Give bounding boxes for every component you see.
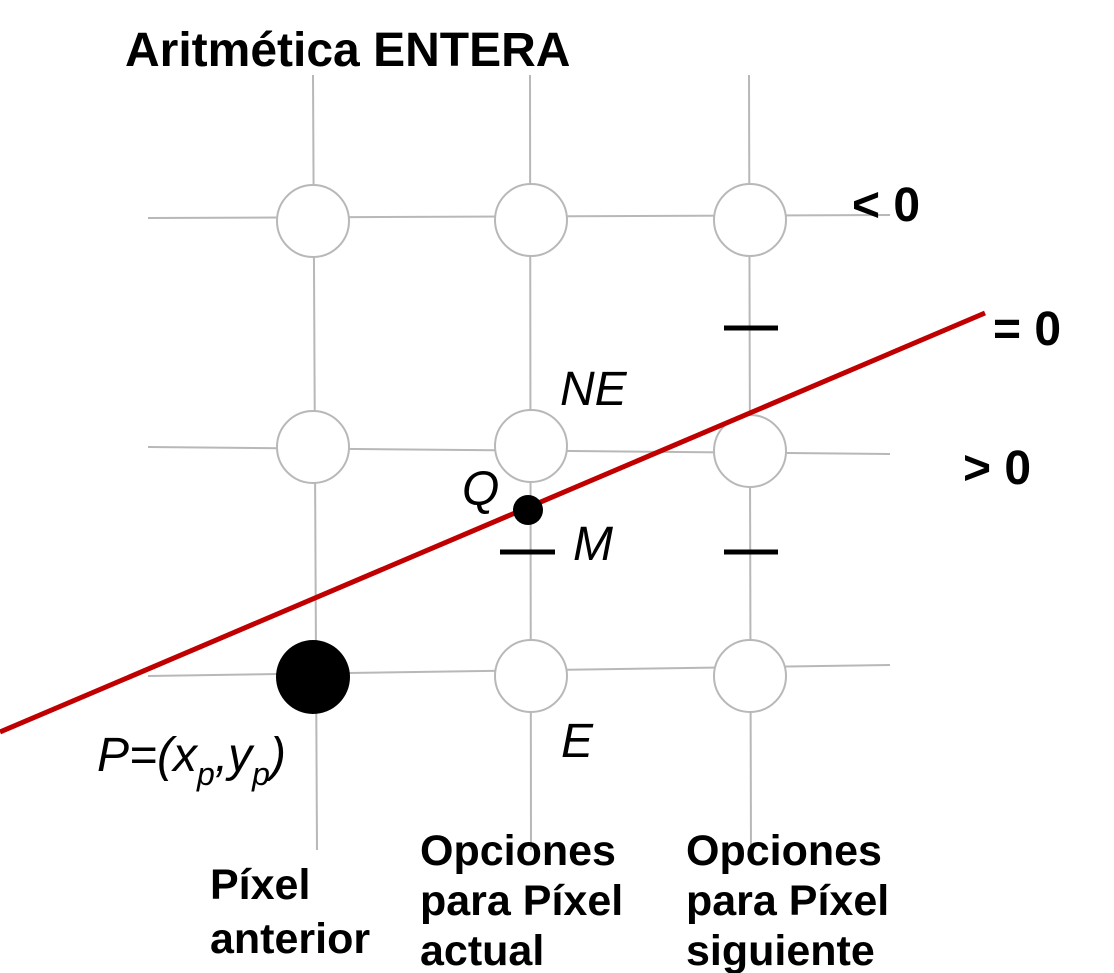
pixel-circle-r3c3 xyxy=(713,639,787,713)
point-label-p-y: y xyxy=(225,729,255,782)
pixel-circle-r2c1 xyxy=(276,410,350,484)
region-label-greater: > 0 xyxy=(963,442,1031,495)
point-label-p-prefix: P=( xyxy=(97,729,178,782)
caption-current-line-3: actual xyxy=(420,927,544,973)
caption-next-line-2: para Píxel xyxy=(686,877,889,925)
caption-previous-line-1: Píxel xyxy=(210,861,310,909)
intersection-point-q xyxy=(513,495,543,525)
point-label-p-sub2: p xyxy=(251,756,270,792)
pixel-circle-r1c2 xyxy=(494,183,568,257)
point-label-p-suffix: ) xyxy=(265,729,286,782)
pixel-circle-r1c3 xyxy=(713,183,787,257)
point-label-m: M xyxy=(573,518,613,571)
midpoint-ticks xyxy=(500,325,778,555)
point-label-q: Q xyxy=(462,463,499,516)
caption-next-line-1: Opciones xyxy=(686,827,882,875)
caption-previous-line-2: anterior xyxy=(210,915,370,963)
previous-pixel-filled xyxy=(276,640,350,714)
rasterized-line xyxy=(0,310,986,735)
point-label-ne: NE xyxy=(560,363,628,416)
point-label-e: E xyxy=(561,715,594,768)
region-label-equal: = 0 xyxy=(993,303,1061,356)
pixel-circle-e xyxy=(494,639,568,713)
point-label-p-x: x xyxy=(171,729,199,782)
diagram-title: Aritmética ENTERA xyxy=(125,24,570,77)
point-label-p-comma: , xyxy=(215,729,228,782)
pixel-circle-r2c2 xyxy=(494,409,568,483)
pixel-circle-r1c1 xyxy=(276,184,350,258)
pixel-circles xyxy=(276,183,787,713)
caption-next-line-3: siguiente xyxy=(686,927,875,973)
point-label-p-sub1: p xyxy=(196,756,215,792)
point-label-p: P=(xp,yp) xyxy=(97,729,286,792)
caption-next-options: Opciones para Píxel siguiente xyxy=(686,827,889,973)
region-label-less: < 0 xyxy=(852,179,920,232)
caption-current-line-1: Opciones xyxy=(420,827,616,875)
caption-previous-pixel: Píxel anterior xyxy=(210,861,370,963)
caption-current-line-2: para Píxel xyxy=(420,877,623,925)
caption-current-options: Opciones para Píxel actual xyxy=(420,827,623,973)
